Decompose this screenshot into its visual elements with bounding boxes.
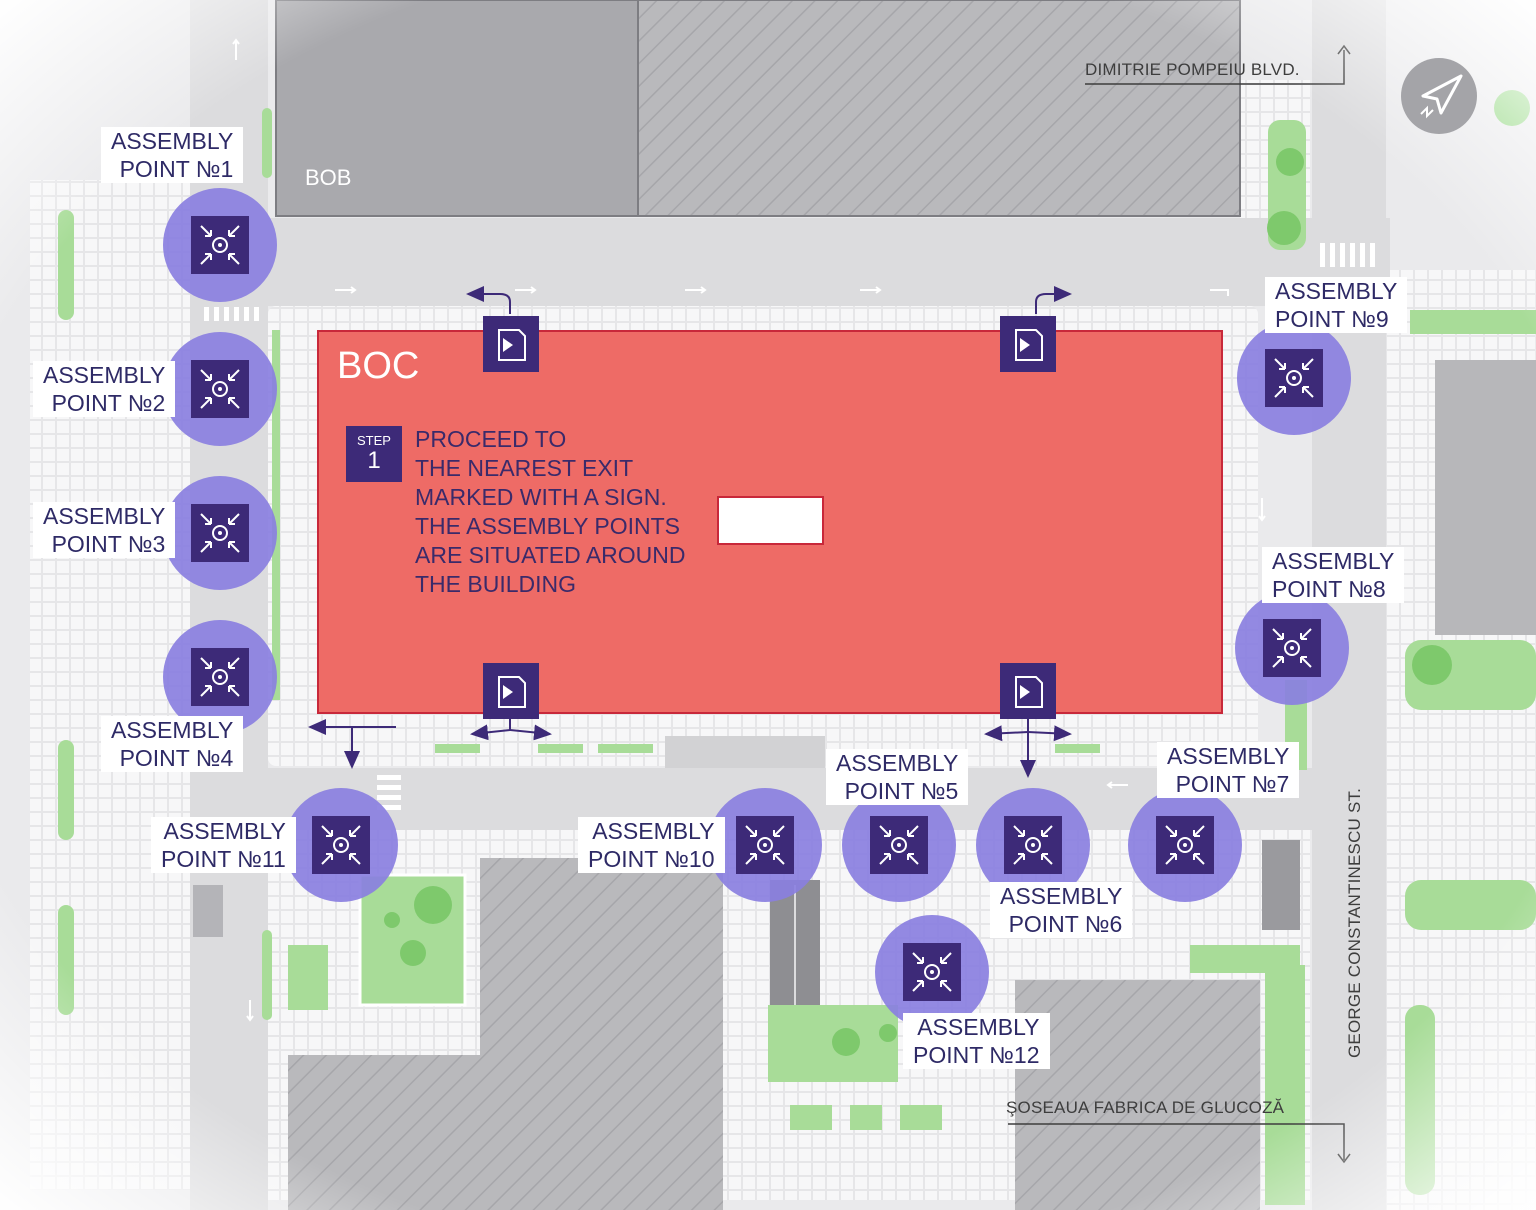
- street-label-east: GEORGE CONSTANTINESCU ST.: [1345, 787, 1364, 1058]
- instruction-line: ARE SITUATED AROUND: [415, 542, 686, 568]
- building-boc-label: BOC: [337, 345, 420, 387]
- instruction-line: THE ASSEMBLY POINTS: [415, 513, 681, 539]
- building-bob-label: BOB: [305, 165, 352, 190]
- step-badge: STEP 1: [346, 426, 402, 482]
- compass-graphic: [1420, 74, 1463, 119]
- instruction-line: THE BUILDING: [415, 571, 577, 597]
- north-arrow-icon[interactable]: [1401, 58, 1477, 134]
- instruction-line: MARKED WITH A SIGN.: [415, 484, 667, 510]
- instruction-line: THE NEAREST EXIT: [415, 455, 634, 481]
- step-word: STEP: [357, 433, 391, 448]
- street-label-north: DIMITRIE POMPEIU BLVD.: [1085, 60, 1300, 79]
- street-label-south: ŞOSEAUA FABRICA DE GLUCOZĂ: [1006, 1098, 1285, 1117]
- evacuation-instructions: PROCEED TO THE NEAREST EXIT MARKED WITH …: [415, 425, 686, 599]
- instruction-line: PROCEED TO: [415, 426, 567, 452]
- step-number: 1: [367, 447, 381, 474]
